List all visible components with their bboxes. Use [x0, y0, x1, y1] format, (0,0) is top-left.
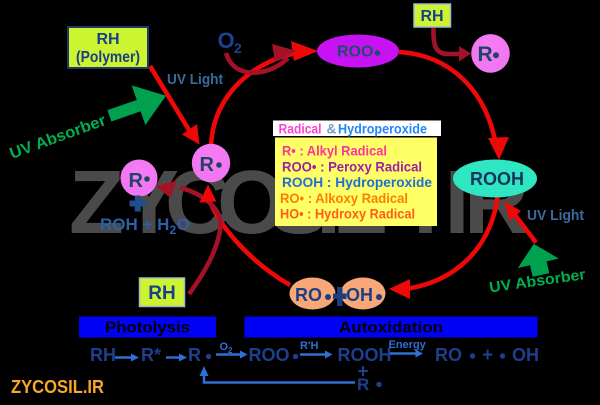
svg-text:ROOH : Hydroperoxide: ROOH : Hydroperoxide	[282, 174, 432, 190]
svg-text:Radical: Radical	[279, 122, 322, 137]
svg-text:ZYCOSIL.IR: ZYCOSIL.IR	[11, 377, 104, 397]
svg-text:UV Light: UV Light	[527, 207, 584, 224]
svg-text:ROH + H: ROH + H	[100, 215, 169, 234]
svg-text:R: R	[357, 375, 369, 394]
svg-text:HO• : Hydroxy Radical: HO• : Hydroxy Radical	[280, 206, 415, 222]
svg-text:ROO• : Peroxy Radical: ROO• : Peroxy Radical	[282, 158, 422, 174]
svg-text:+: +	[482, 345, 493, 366]
svg-text:RO: RO	[435, 345, 462, 365]
svg-text:RH: RH	[90, 345, 116, 365]
svg-text:OH: OH	[512, 345, 539, 365]
svg-text:Photolysis: Photolysis	[105, 320, 190, 337]
svg-text:Energy: Energy	[389, 339, 427, 351]
svg-text:R: R	[129, 170, 144, 192]
svg-text:+: +	[358, 362, 369, 383]
svg-text:O: O	[218, 28, 235, 53]
svg-text:R• : Alkyl Radical: R• : Alkyl Radical	[282, 143, 387, 159]
svg-text:&: &	[327, 122, 337, 137]
svg-text:RH: RH	[148, 283, 175, 304]
svg-text:2: 2	[228, 346, 233, 355]
svg-text:Hydroperoxide: Hydroperoxide	[338, 122, 427, 137]
svg-text:2: 2	[234, 40, 242, 56]
svg-text:O: O	[177, 215, 190, 234]
svg-text:O: O	[220, 341, 229, 353]
svg-text:RH: RH	[420, 8, 443, 25]
svg-text:UV Light: UV Light	[167, 71, 223, 88]
svg-text:(Polymer): (Polymer)	[76, 49, 140, 66]
svg-text:Autoxidation: Autoxidation	[339, 320, 443, 337]
svg-text:ROO: ROO	[337, 44, 373, 61]
svg-text:RO: RO	[295, 285, 322, 305]
svg-text:ROOH: ROOH	[470, 169, 524, 189]
svg-text:R*: R*	[141, 345, 161, 365]
svg-text:OH: OH	[346, 285, 373, 305]
svg-text:ROO: ROO	[249, 345, 290, 365]
svg-text:RO• : Alkoxy Radical: RO• : Alkoxy Radical	[280, 190, 408, 206]
svg-text:R: R	[200, 154, 215, 176]
svg-text:R: R	[188, 345, 201, 365]
svg-text:2: 2	[170, 223, 177, 237]
svg-text:RH: RH	[96, 31, 119, 48]
svg-text:ROOH: ROOH	[338, 345, 392, 365]
svg-text:R: R	[478, 43, 493, 66]
svg-text:R'H: R'H	[300, 340, 319, 352]
